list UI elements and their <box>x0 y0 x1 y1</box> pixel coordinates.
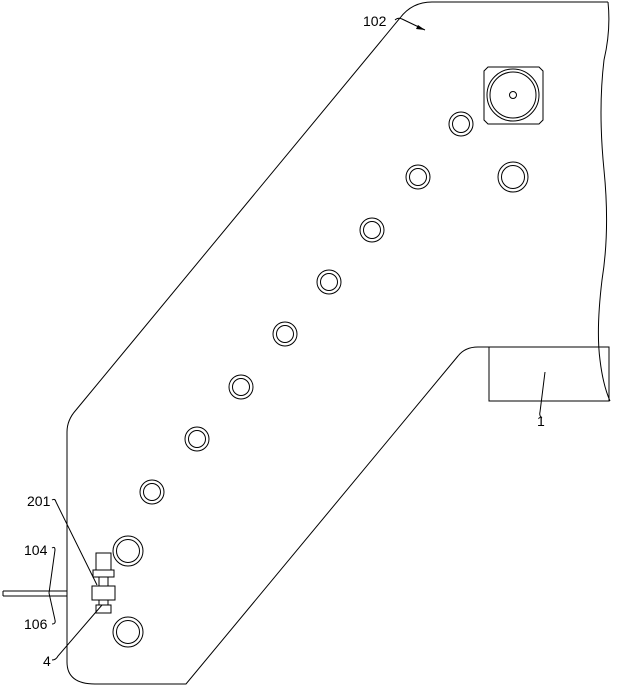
hole <box>364 222 381 239</box>
hole <box>117 621 140 644</box>
square-mount <box>484 67 543 124</box>
hole <box>502 166 525 189</box>
bearing-inner <box>490 72 536 118</box>
label-1: 1 <box>537 414 545 428</box>
hole <box>113 536 143 566</box>
component-4 <box>92 553 115 613</box>
plate-outline <box>67 2 608 684</box>
bearing-center <box>510 92 517 99</box>
hole <box>277 326 294 343</box>
break-line <box>598 2 610 401</box>
label-4: 4 <box>43 654 51 668</box>
hole <box>321 274 338 291</box>
hole <box>144 484 161 501</box>
hole <box>189 431 206 448</box>
hole <box>233 379 250 396</box>
hole <box>113 617 143 647</box>
label-102: 102 <box>363 14 386 28</box>
leader-lines <box>49 18 545 660</box>
label-201: 201 <box>27 494 50 508</box>
label-106: 106 <box>24 617 47 631</box>
holes <box>113 112 528 647</box>
bearing-outer <box>487 69 539 121</box>
hole <box>453 116 470 133</box>
hole <box>410 169 427 186</box>
block-1 <box>489 347 609 401</box>
hole <box>498 162 528 192</box>
label-104: 104 <box>24 543 47 557</box>
hole <box>117 540 140 563</box>
rod <box>3 591 67 596</box>
